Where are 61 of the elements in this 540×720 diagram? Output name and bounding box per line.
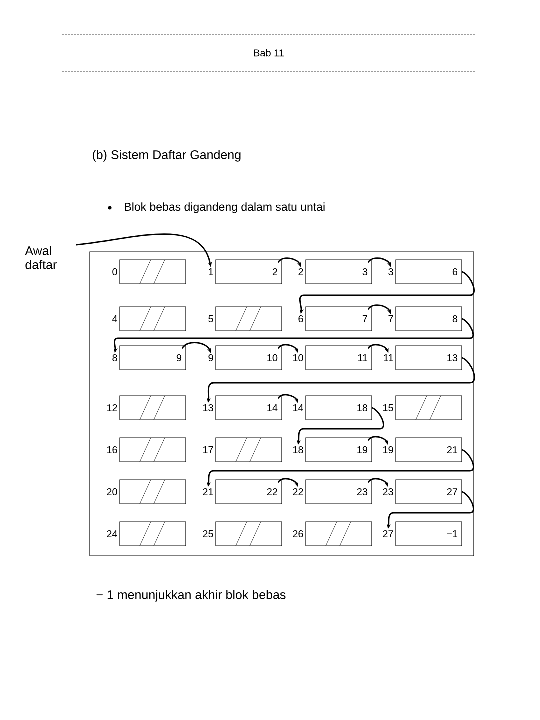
block-box: −1 xyxy=(396,522,462,546)
block-box: 14 xyxy=(216,396,282,420)
block-number: 13 xyxy=(203,404,214,412)
block-number: 14 xyxy=(293,404,304,412)
block-number: 24 xyxy=(107,530,118,538)
block-number: 17 xyxy=(203,446,214,454)
block-box: 13 xyxy=(396,346,462,370)
block-box: 19 xyxy=(306,438,372,462)
hatched-block-box xyxy=(120,306,186,332)
block-box: 23 xyxy=(306,480,372,504)
block-box: 21 xyxy=(396,438,462,462)
block-number: 10 xyxy=(293,354,304,362)
block-number: 15 xyxy=(383,404,394,412)
block-box: 22 xyxy=(216,480,282,504)
block-number: 6 xyxy=(298,315,304,323)
block-number: 11 xyxy=(384,354,394,362)
block-number: 26 xyxy=(293,530,304,538)
block-box: 11 xyxy=(306,346,372,370)
block-box: 6 xyxy=(396,260,462,284)
block-number: 1 xyxy=(209,268,214,276)
block-number: 20 xyxy=(107,488,118,496)
block-number: 27 xyxy=(383,530,394,538)
hatched-block-box xyxy=(216,306,282,332)
block-box: 7 xyxy=(306,306,372,332)
block-number: 25 xyxy=(203,530,214,538)
block-number: 0 xyxy=(112,268,118,276)
block-number: 22 xyxy=(293,488,304,496)
block-number: 18 xyxy=(293,446,304,454)
block-number: 3 xyxy=(388,268,394,276)
block-number: 9 xyxy=(208,354,214,362)
start-label: Awal daftar xyxy=(25,246,57,270)
hatched-block-box xyxy=(216,522,282,546)
bullet-text: Blok bebas digandeng dalam satu untai xyxy=(125,202,325,214)
block-box: 8 xyxy=(396,306,462,332)
block-number: 4 xyxy=(112,316,118,322)
block-box: 3 xyxy=(306,260,372,284)
block-box: 2 xyxy=(216,260,282,284)
hatched-block-box xyxy=(120,438,186,462)
hatched-block-box xyxy=(120,522,186,546)
title: (b) Sistem Daftar Gandeng xyxy=(92,150,241,162)
note-text: − 1 menunjukkan akhir blok bebas xyxy=(96,590,286,602)
block-box: 18 xyxy=(306,396,372,420)
block-number: 7 xyxy=(388,316,394,322)
block-number: 19 xyxy=(383,446,394,454)
block-number: 2 xyxy=(298,268,304,276)
block-box: 27 xyxy=(396,480,462,504)
block-number: 8 xyxy=(112,354,118,362)
hatched-block-box xyxy=(306,522,372,546)
block-number: 23 xyxy=(383,488,394,496)
hatched-block-box xyxy=(120,396,186,420)
block-number: 16 xyxy=(107,446,118,454)
hatched-block-box xyxy=(396,396,462,420)
block-number: 21 xyxy=(203,488,214,496)
block-box: 9 xyxy=(120,346,186,370)
hatched-block-box xyxy=(120,480,186,504)
block-number: 5 xyxy=(208,316,214,322)
block-number: 12 xyxy=(107,404,118,412)
chapter-heading: Bab 11 xyxy=(254,49,284,57)
hatched-block-box xyxy=(216,438,282,462)
block-box: 10 xyxy=(216,346,282,370)
hatched-block-box xyxy=(120,260,186,284)
